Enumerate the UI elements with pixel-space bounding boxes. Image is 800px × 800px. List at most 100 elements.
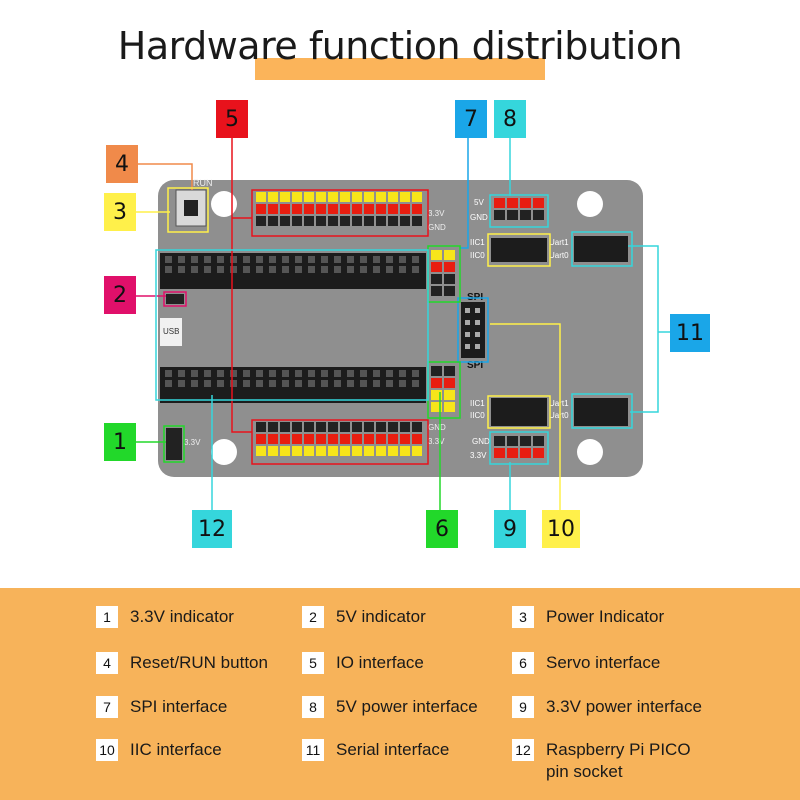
socket-hole [256,266,263,273]
spi-pin [475,320,480,325]
5v-power-header [494,198,544,220]
callout-11: 11 [670,314,710,352]
header-pin [256,192,266,202]
socket-hole [217,266,224,273]
header-pin [412,446,422,456]
header-pin [316,446,326,456]
socket-hole [308,266,315,273]
header-pin [400,434,410,444]
socket-hole [386,256,393,263]
legend-label: 3.3V indicator [130,607,234,626]
callout-11-label: 11 [676,320,704,346]
header-pin [280,204,290,214]
servo-header-bottom [431,366,455,412]
socket-hole [165,380,172,387]
header-pin [431,286,442,296]
socket-hole [230,380,237,387]
silk-run: RUN [193,178,213,188]
socket-hole [178,256,185,263]
header-pin [400,422,410,432]
socket-hole [282,256,289,263]
header-pin [316,434,326,444]
socket-hole [321,370,328,377]
socket-hole [412,256,419,263]
socket-hole [165,256,172,263]
legend-num: 2 [302,606,324,628]
leader-lines [132,138,670,520]
spi-header [461,302,485,358]
socket-hole [204,380,211,387]
socket-hole [295,370,302,377]
header-pin [388,216,398,226]
socket-hole [399,266,406,273]
header-pin [376,434,386,444]
mount-hole-bottom-left [211,439,237,465]
header-pin [376,422,386,432]
callout-8-label: 8 [503,106,517,132]
socket-hole [373,266,380,273]
socket-hole [321,266,328,273]
spi-pin [465,308,470,313]
socket-hole [269,370,276,377]
socket-hole [399,256,406,263]
socket-hole [373,370,380,377]
socket-hole [243,256,250,263]
socket-hole [230,266,237,273]
socket-hole [360,256,367,263]
header-pin [376,446,386,456]
socket-hole [386,266,393,273]
socket-hole [334,266,341,273]
socket-hole [165,266,172,273]
header-pin [328,446,338,456]
header-pin [507,198,518,208]
silk-gnd-3v3: GND [472,437,490,446]
spi-pins [465,308,480,349]
header-pin [533,436,544,446]
uart-header-bottom [574,398,628,426]
socket-hole [282,266,289,273]
socket-hole [321,256,328,263]
socket-hole [295,266,302,273]
legend-label: Power Indicator [546,607,665,626]
silk-iic1-b: IIC1 [470,399,485,408]
callout-12-label: 12 [198,516,226,542]
header-pin [328,422,338,432]
header-pin [388,422,398,432]
silk-3v3-top: 3.3V [428,209,445,218]
socket-hole [269,256,276,263]
header-pin [292,434,302,444]
socket-hole [360,380,367,387]
header-pin [494,448,505,458]
silk-gnd-bottom: GND [428,423,446,432]
spi-pin [475,308,480,313]
socket-hole [178,370,185,377]
header-pin [431,250,442,260]
socket-hole [412,266,419,273]
header-pin [388,446,398,456]
legend-label: IO interface [336,653,424,672]
header-pin [268,434,278,444]
silk-uart0: Uart0 [549,251,569,260]
header-pin [376,204,386,214]
socket-hole [399,370,406,377]
legend-label: 3.3V power interface [546,697,702,716]
header-pin [352,446,362,456]
mount-hole-top-left [211,191,237,217]
socket-hole [373,256,380,263]
header-pin [352,434,362,444]
header-pin [494,436,505,446]
header-pin [412,422,422,432]
socket-hole [256,380,263,387]
page-title: Hardware function distribution [117,24,683,68]
socket-hole [295,380,302,387]
silk-iic1: IIC1 [470,238,485,247]
spi-pin [475,344,480,349]
